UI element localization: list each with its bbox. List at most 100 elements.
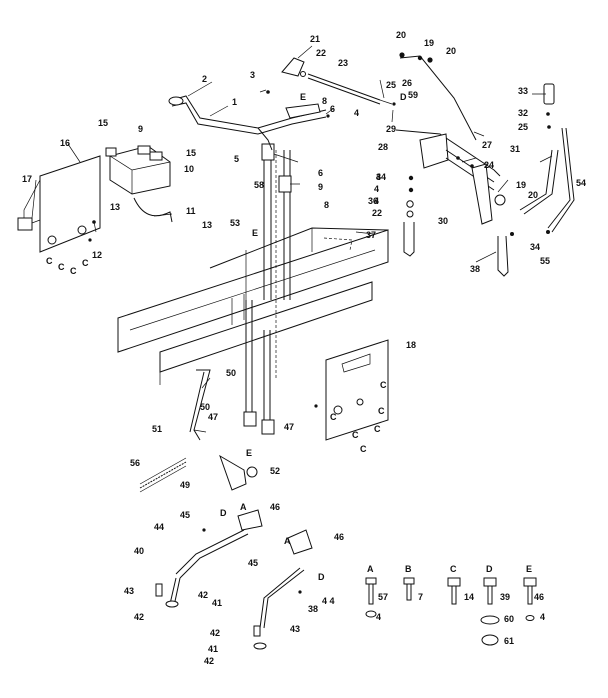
callout-letter-c: C [82, 258, 89, 268]
callout-12: 12 [92, 250, 102, 260]
callout-50: 50 [226, 368, 236, 378]
callout-42: 42 [210, 628, 220, 638]
callout-letter-c: C [352, 430, 359, 440]
callout-43: 43 [124, 586, 134, 596]
callout-46: 46 [534, 592, 544, 602]
callout-24: 24 [484, 160, 494, 170]
callout-4: 4 [376, 612, 381, 622]
hardware-key [365, 577, 537, 646]
callout-44: 4 4 [322, 596, 335, 606]
shift-rod-assembly [519, 83, 575, 234]
callout-32: 32 [518, 108, 528, 118]
callout-25: 25 [386, 80, 396, 90]
callout-11: 11 [186, 206, 196, 216]
callout-42: 42 [198, 590, 208, 600]
callout-4: 4 [540, 612, 545, 622]
callout-26: 26 [402, 78, 412, 88]
callout-18: 18 [406, 340, 416, 350]
callout-47: 47 [208, 412, 218, 422]
callout-4: 4 [374, 184, 379, 194]
callout-letter-e: E [300, 92, 306, 102]
callout-9: 9 [318, 182, 323, 192]
callout-34: 34 [530, 242, 540, 252]
callout-4: 4 [374, 196, 379, 206]
callout-letter-c: C [330, 412, 337, 422]
callout-letter-c: C [378, 406, 385, 416]
callout-letter-e: E [246, 448, 252, 458]
callout-29: 29 [386, 124, 396, 134]
callout-54: 54 [576, 178, 586, 188]
callout-41: 41 [212, 598, 222, 608]
callout-59: 59 [408, 90, 418, 100]
callout-21: 21 [310, 34, 320, 44]
callout-10: 10 [184, 164, 194, 174]
callout-58: 58 [254, 180, 264, 190]
callout-15: 15 [98, 118, 108, 128]
control-arm-assembly [395, 52, 514, 277]
callout-57: 57 [378, 592, 388, 602]
callout-46: 46 [334, 532, 344, 542]
callout-20: 20 [528, 190, 538, 200]
callout-38: 38 [308, 604, 318, 614]
callout-1: 1 [232, 97, 237, 107]
leader-lines [31, 45, 553, 433]
vertical-linkage-rods [245, 143, 292, 430]
callout-14: 14 [464, 592, 474, 602]
bottom-rods [155, 509, 313, 650]
key-letter-b: B [405, 564, 412, 574]
callout-41: 41 [208, 644, 218, 654]
callout-6: 6 [318, 168, 323, 178]
callout-4: 4 [354, 108, 359, 118]
callout-37: 37 [366, 230, 376, 240]
callout-42: 42 [204, 656, 214, 666]
callout-33: 33 [518, 86, 528, 96]
key-letter-c: C [450, 564, 457, 574]
callout-55: 55 [540, 256, 550, 266]
callout-letter-a: A [284, 536, 291, 546]
callout-letter-c: C [46, 256, 53, 266]
callout-letter-c: C [380, 380, 387, 390]
callout-53: 53 [230, 218, 240, 228]
callout-22: 22 [372, 208, 382, 218]
key-letter-e: E [526, 564, 532, 574]
callout-letter-d: D [220, 508, 227, 518]
callout-17: 17 [22, 174, 32, 184]
callout-16: 16 [60, 138, 70, 148]
callout-3: 3 [250, 70, 255, 80]
callout-23: 23 [338, 58, 348, 68]
callout-letter-a: A [240, 502, 247, 512]
callout-50: 50 [200, 402, 210, 412]
callout-45: 45 [180, 510, 190, 520]
key-letter-d: D [486, 564, 493, 574]
callout-25: 25 [518, 122, 528, 132]
callout-letter-c: C [58, 262, 65, 272]
callout-30: 30 [438, 216, 448, 226]
callout-52: 52 [270, 466, 280, 476]
callout-letter-c: C [360, 444, 367, 454]
callout-28: 28 [378, 142, 388, 152]
callout-20: 20 [396, 30, 406, 40]
callout-2: 2 [202, 74, 207, 84]
lift-lever-assembly [168, 90, 330, 151]
callout-letter-d: D [318, 572, 325, 582]
throttle-handle-assembly [281, 57, 396, 106]
callout-39: 39 [500, 592, 510, 602]
lower-linkage [139, 369, 275, 493]
callout-51: 51 [152, 424, 162, 434]
callout-8: 8 [322, 96, 327, 106]
callout-20: 20 [446, 46, 456, 56]
callout-9: 9 [138, 124, 143, 134]
callout-13: 13 [110, 202, 120, 212]
callout-49: 49 [180, 480, 190, 490]
callout-15: 15 [186, 148, 196, 158]
callout-60: 60 [504, 614, 514, 624]
callout-61: 61 [504, 636, 514, 646]
callout-27: 27 [482, 140, 492, 150]
callout-40: 40 [134, 546, 144, 556]
callout-19: 19 [516, 180, 526, 190]
callout-8: 8 [324, 200, 329, 210]
callout-44: 44 [154, 522, 164, 532]
callout-36: 36 [368, 196, 378, 206]
callout-46: 46 [270, 502, 280, 512]
